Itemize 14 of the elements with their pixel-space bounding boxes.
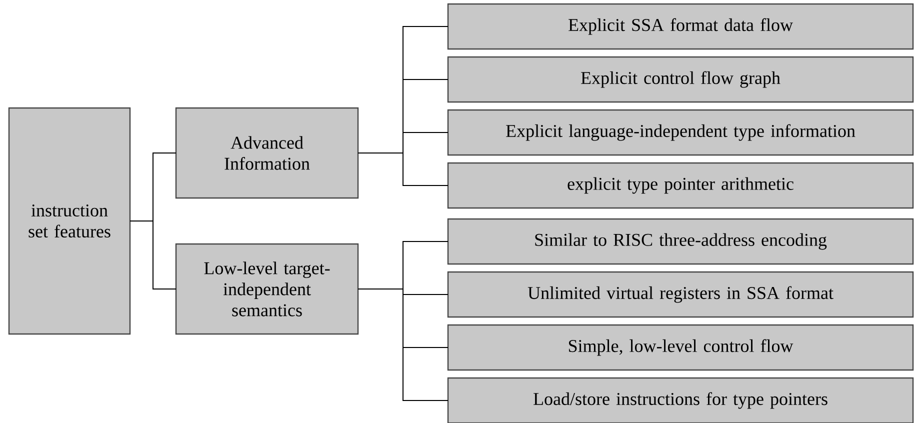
feature-box: Load/store instructions for type pointers: [447, 377, 914, 423]
root-box: instruction set features: [8, 107, 131, 335]
feature-box: Simple, low-level control flow: [447, 324, 914, 371]
connector-line: [358, 288, 448, 401]
feature-box: Unlimited virtual registers in SSA format: [447, 271, 914, 318]
feature-box: Similar to RISC three-address encoding: [447, 218, 914, 265]
category-box: Low-level target-independent semantics: [175, 243, 359, 335]
feature-box: Explicit language-independent type information: [447, 109, 914, 156]
feature-box: Explicit SSA format data flow: [447, 3, 914, 50]
feature-box: explicit type pointer arithmetic: [447, 162, 914, 209]
category-box: Advanced Information: [175, 107, 359, 199]
connector-line: [130, 220, 176, 290]
feature-box: Explicit control flow graph: [447, 56, 914, 103]
connector-line: [358, 152, 448, 186]
